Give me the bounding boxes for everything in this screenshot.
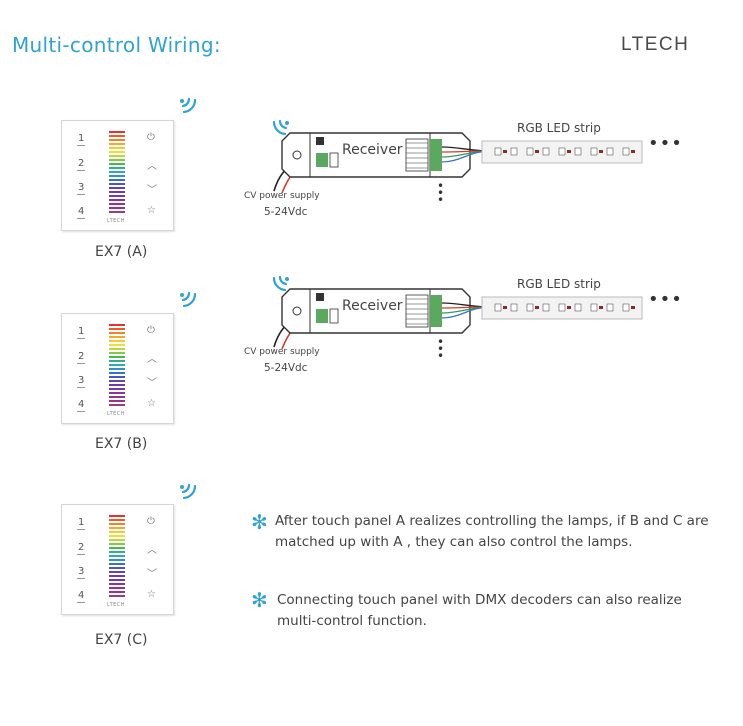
zone-button-4: 4	[76, 399, 86, 412]
panel-label: EX7 (C)	[95, 632, 148, 648]
color-wheel-slider	[109, 131, 125, 217]
led-strip-label: RGB LED strip	[517, 277, 601, 291]
zone-button-1: 1	[76, 517, 86, 530]
power-supply-label: CV power supply	[244, 347, 320, 357]
chevron-down-icon: ﹀	[147, 378, 157, 389]
zone-button-4: 4	[76, 590, 86, 603]
zone-button-2: 2	[76, 351, 86, 364]
chevron-up-icon: ︿	[147, 545, 157, 556]
zone-button-3: 3	[76, 182, 86, 195]
chevron-down-icon: ﹀	[147, 569, 157, 580]
note-matching: After touch panel A realizes controlling…	[275, 513, 709, 550]
voltage-label: 5-24Vdc	[264, 362, 308, 374]
wireless-signal-icon	[179, 291, 201, 313]
page-title: Multi-control Wiring:	[12, 33, 221, 57]
zone-button-3: 3	[76, 566, 86, 579]
continuation-dots-icon: •••	[648, 289, 683, 310]
wireless-signal-icon	[268, 119, 290, 141]
power-icon: ⏻	[147, 516, 155, 527]
voltage-label: 5-24Vdc	[264, 206, 308, 218]
wiring-diagram: Receiver RGB LED strip CV power supply 5-24…	[230, 117, 690, 227]
receiver-label: Receiver	[342, 142, 403, 158]
touch-panel-b: 1 2 3 4 ⏻ ︿ ﹀ ☆ LTECH	[61, 313, 174, 424]
note-dmx: Connecting touch panel with DMX decoders…	[277, 592, 682, 629]
panel-logo: LTECH	[107, 602, 126, 608]
brand-logo: LTECH	[621, 34, 690, 55]
panel-logo: LTECH	[107, 411, 126, 417]
continuation-dots-icon: •••	[648, 133, 683, 154]
receiver-label: Receiver	[342, 298, 403, 314]
asterisk-icon: ✻	[251, 588, 268, 612]
asterisk-icon: ✻	[251, 510, 268, 534]
touch-panel-c: 1 2 3 4 ⏻ ︿ ﹀ ☆ LTECH	[61, 504, 174, 615]
receiver-and-strip-drawing	[230, 273, 690, 387]
receiver-and-strip-drawing	[230, 117, 690, 231]
power-icon: ⏻	[147, 325, 155, 336]
more-receivers-dots-icon: •••	[437, 179, 445, 207]
zone-button-4: 4	[76, 206, 86, 219]
zone-button-2: 2	[76, 542, 86, 555]
power-supply-label: CV power supply	[244, 191, 320, 201]
star-icon: ☆	[147, 205, 156, 216]
wireless-signal-icon	[179, 483, 201, 505]
star-icon: ☆	[147, 589, 156, 600]
chevron-up-icon: ︿	[147, 161, 157, 172]
chevron-down-icon: ﹀	[147, 185, 157, 196]
led-strip-label: RGB LED strip	[517, 121, 601, 135]
wireless-signal-icon	[268, 275, 290, 297]
wiring-diagram: Receiver RGB LED strip CV power supply 5-24…	[230, 273, 690, 383]
more-receivers-dots-icon: •••	[437, 335, 445, 363]
chevron-up-icon: ︿	[147, 354, 157, 365]
color-wheel-slider	[109, 324, 125, 410]
panel-label: EX7 (B)	[95, 436, 148, 452]
zone-button-2: 2	[76, 158, 86, 171]
panel-label: EX7 (A)	[95, 244, 148, 260]
star-icon: ☆	[147, 398, 156, 409]
wireless-signal-icon	[179, 97, 201, 119]
touch-panel-a: 1 2 3 4 ⏻ ︿ ﹀ ☆ LTECH	[61, 120, 174, 231]
color-wheel-slider	[109, 515, 125, 601]
zone-button-1: 1	[76, 133, 86, 146]
power-icon: ⏻	[147, 132, 155, 143]
zone-button-1: 1	[76, 326, 86, 339]
zone-button-3: 3	[76, 375, 86, 388]
panel-logo: LTECH	[107, 218, 126, 224]
